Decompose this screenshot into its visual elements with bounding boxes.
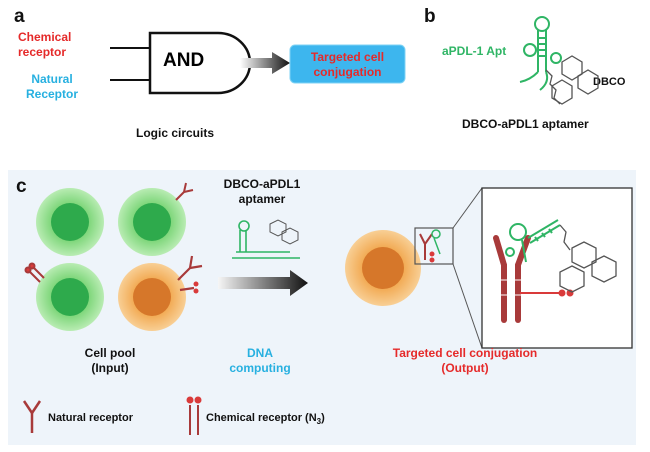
cell-pool-caption: Cell pool (Input) (84, 346, 136, 375)
cell-green-chemical-receptor (24, 262, 104, 331)
panel-a-logic-diagram (110, 31, 406, 95)
dbco-label: DBCO (593, 76, 626, 88)
cell-orange-target (118, 255, 203, 331)
cell-green-plain (36, 188, 104, 256)
legend-chemical-receptor-icon (186, 396, 202, 435)
aptamer-structure-drawing (519, 16, 599, 105)
panel-b-letter: b (424, 6, 436, 27)
legend-chemical-receptor-close: ) (321, 412, 325, 424)
zoom-source-box (414, 227, 454, 265)
zoom-dbco-structure (559, 224, 617, 293)
logic-circuits-caption: Logic circuits (136, 126, 215, 140)
cell-green-natural-receptor (118, 182, 194, 256)
zoom-line-top (452, 187, 483, 229)
dna-computing-caption: DNA computing (229, 346, 291, 375)
dbco-aptamer-caption: DBCO-aPDL1 aptamer (462, 117, 589, 131)
small-conjugate-icon (419, 229, 441, 263)
dbco-mini-icon (269, 219, 299, 245)
legend-chemical-receptor-label: Chemical receptor (N3) (206, 412, 325, 426)
zoom-line-bottom (452, 263, 483, 349)
output-label: Targeted cell conjugation (310, 50, 385, 79)
conjugated-orange-cell (345, 230, 421, 306)
panel-a-letter: a (14, 6, 25, 27)
zoom-aptamer (505, 219, 561, 263)
aptamer-label: aPDL-1 Apt (442, 44, 507, 58)
legend-chemical-receptor-text: Chemical receptor (N (206, 412, 317, 424)
legend-natural-receptor-label: Natural receptor (48, 412, 133, 424)
aptamer-stem-loop (519, 16, 562, 91)
dna-computing-arrow (218, 270, 308, 296)
natural-receptor-input-label: Natural Receptor (25, 72, 78, 101)
gate-output-arrow (240, 52, 290, 74)
and-gate-label: AND (163, 50, 205, 71)
legend-chemical-receptor-subscript: 3 (316, 417, 322, 427)
chemical-receptor-input-label: Chemical receptor (18, 30, 72, 59)
aptamer-mini-icon (232, 220, 300, 259)
legend-natural-receptor-icon (22, 400, 42, 433)
targeted-conjugation-caption: Targeted cell conjugation (Output) (392, 346, 538, 375)
panel-c-diagram (24, 182, 633, 349)
dbco-chemical-structure (545, 55, 599, 105)
reagent-label: DBCO-aPDL1 aptamer (223, 177, 301, 206)
zoom-antibody-receptor (493, 235, 531, 323)
panel-c-letter: c (16, 176, 27, 197)
output-box (289, 44, 406, 84)
